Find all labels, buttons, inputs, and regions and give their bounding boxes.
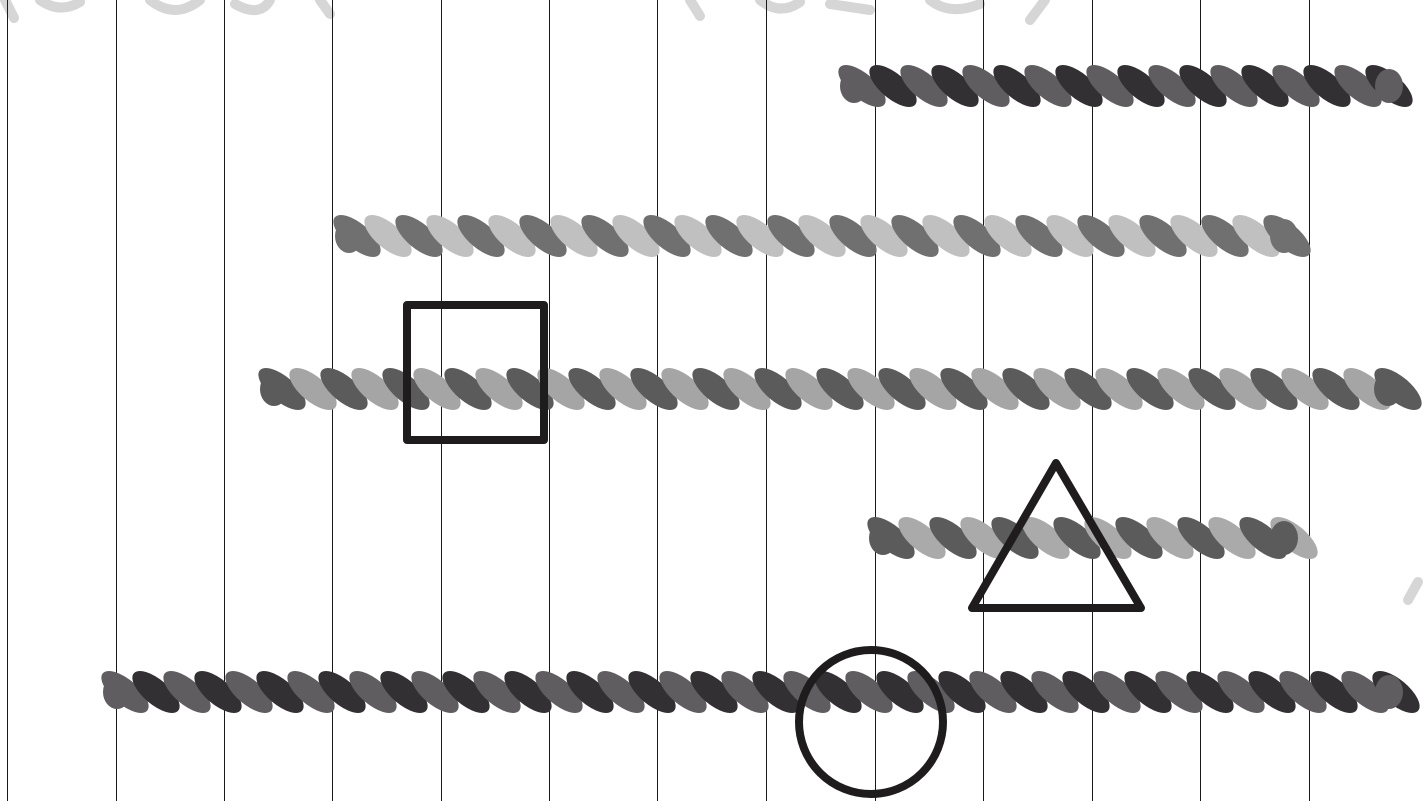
rope-end-cap	[1270, 521, 1298, 555]
watermark-stroke	[1408, 582, 1418, 600]
rope-3[interactable]	[252, 361, 1428, 417]
rope-1[interactable]	[832, 58, 1420, 114]
watermark-stroke	[5, 0, 14, 18]
watermark-stroke	[1030, 0, 1045, 20]
rope-5[interactable]	[95, 664, 1427, 720]
watermark-stroke	[830, 4, 870, 10]
rope-2[interactable]	[327, 208, 1318, 264]
watermark-stroke	[320, 0, 330, 14]
watermark-stroke	[150, 0, 200, 10]
rope-end-cap	[1375, 675, 1403, 709]
rope-end-cap	[1375, 69, 1403, 103]
watermark-stroke	[40, 0, 80, 8]
watermark-stroke	[930, 0, 980, 9]
rope-end-cap	[1374, 372, 1402, 406]
watermark-stroke	[690, 0, 700, 16]
watermark-stroke	[235, 0, 270, 10]
rope-end-cap	[1270, 219, 1298, 253]
circle-marker[interactable]	[799, 650, 943, 794]
